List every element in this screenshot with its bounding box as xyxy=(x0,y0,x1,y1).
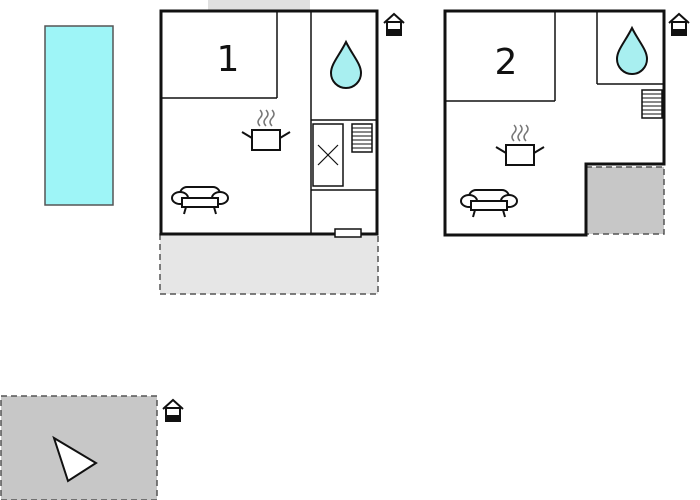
unit-number-1: 1 xyxy=(217,39,240,80)
unit-2: 2 xyxy=(443,9,690,237)
stairs-icon xyxy=(641,89,663,119)
top-terrace-unit-1 xyxy=(208,0,310,10)
walls-unit-1 xyxy=(159,9,379,236)
terrace-unit-1 xyxy=(159,233,379,295)
house-entrance-icon xyxy=(668,13,690,36)
water-drop-icon xyxy=(616,27,648,75)
house-entrance-icon xyxy=(162,399,184,422)
unit-1: 1 xyxy=(159,0,405,295)
water-drop-icon xyxy=(330,41,362,89)
door xyxy=(334,228,362,238)
unit-number-2: 2 xyxy=(495,42,518,83)
sofa-icon xyxy=(460,189,518,218)
gray-area-unit-2 xyxy=(585,166,665,235)
house-entrance-icon xyxy=(383,13,405,36)
gray-area-parking xyxy=(0,395,158,500)
stairs-icon xyxy=(351,123,373,153)
cooking-pot-icon xyxy=(495,124,545,166)
sofa-icon xyxy=(171,186,229,215)
parking-area xyxy=(0,395,184,500)
north-arrow-icon xyxy=(52,435,98,483)
walls-unit-2 xyxy=(443,9,666,237)
cooking-pot-icon xyxy=(241,109,291,151)
pool-icon xyxy=(44,25,114,206)
